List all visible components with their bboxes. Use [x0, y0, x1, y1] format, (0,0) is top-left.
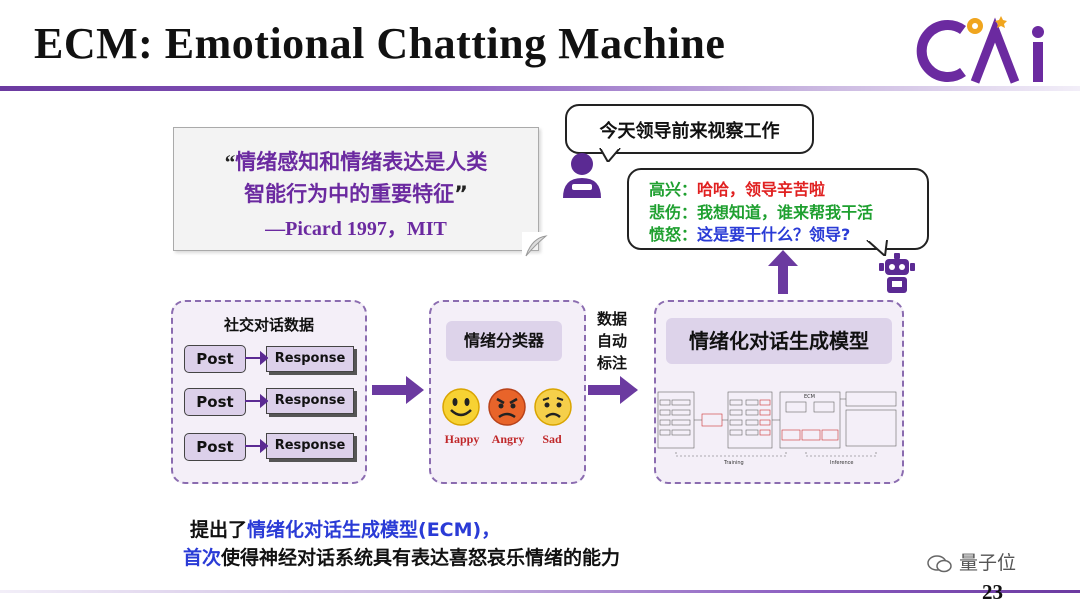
- cai-logo: [916, 16, 1044, 84]
- response-label: Response: [266, 346, 354, 372]
- page-curl-icon: [522, 232, 548, 257]
- user-speech-bubble: 今天领导前来视察工作: [565, 104, 814, 154]
- response-happy: 高兴：哈哈，领导辛苦啦: [649, 180, 826, 199]
- summary-line-1: 提出了情绪化对话生成模型(ECM)，: [190, 519, 501, 541]
- response-label: Response: [266, 433, 354, 459]
- up-arrow-icon: [768, 250, 798, 294]
- sad-face-icon: [534, 388, 572, 426]
- emotion-label: Sad: [542, 432, 562, 446]
- wechat-icon: [927, 554, 952, 572]
- robot-icon: [879, 253, 915, 293]
- quote-line-1: “情绪感知和情绪表达是人类: [224, 150, 488, 174]
- arrow-connectors: [245, 350, 268, 454]
- right-arrow-icon: [588, 376, 638, 404]
- model-title: 情绪化对话生成模型: [666, 318, 892, 364]
- page-number: 23: [982, 580, 1003, 604]
- user-icon: [563, 153, 601, 198]
- footer-rule: [0, 590, 1080, 593]
- emotion-label: Angry: [491, 432, 525, 446]
- data-box-title: 社交对话数据: [223, 316, 314, 334]
- response-label: Response: [266, 388, 354, 414]
- bubble-tail-icon: [866, 240, 888, 256]
- ecm-architecture-diagram: ECM Training Inference: [657, 391, 897, 466]
- post-label: Post: [184, 433, 246, 461]
- classifier-title: 情绪分类器: [446, 321, 562, 361]
- response-sad: 悲伤：我想知道，谁来帮我干活: [649, 203, 874, 222]
- title-underline: [0, 86, 1080, 91]
- robot-response-bubble: 高兴：哈哈，领导辛苦啦 悲伤：我想知道，谁来帮我干活 愤怒：这是要干什么？领导?: [627, 168, 929, 250]
- auto-label-text: 数据 自动 标注: [596, 310, 627, 372]
- happy-face-icon: [442, 388, 480, 426]
- bubble-tail-icon: [599, 148, 621, 162]
- user-message: 今天领导前来视察工作: [599, 121, 780, 142]
- quote-attribution: —Picard 1997，MIT: [265, 218, 447, 240]
- emotion-label: Happy: [444, 432, 480, 446]
- slide-title: ECM: Emotional Chatting Machine: [34, 19, 726, 68]
- quote-card: “情绪感知和情绪表达是人类 智能行为中的重要特征” —Picard 1997，M…: [173, 127, 539, 251]
- post-label: Post: [184, 345, 246, 373]
- watermark: 量子位: [927, 548, 1016, 575]
- diagram-inference-label: Inference: [830, 460, 854, 466]
- right-arrow-icon: [372, 376, 424, 404]
- diagram-ecm-label: ECM: [804, 394, 815, 400]
- diagram-training-label: Training: [723, 460, 744, 466]
- angry-face-icon: [488, 388, 526, 426]
- quote-line-2: 智能行为中的重要特征”: [244, 182, 468, 206]
- post-label: Post: [184, 388, 246, 416]
- summary-line-2: 首次使得神经对话系统具有表达喜怒哀乐情绪的能力: [183, 547, 621, 569]
- response-angry: 愤怒：这是要干什么？领导?: [649, 225, 851, 244]
